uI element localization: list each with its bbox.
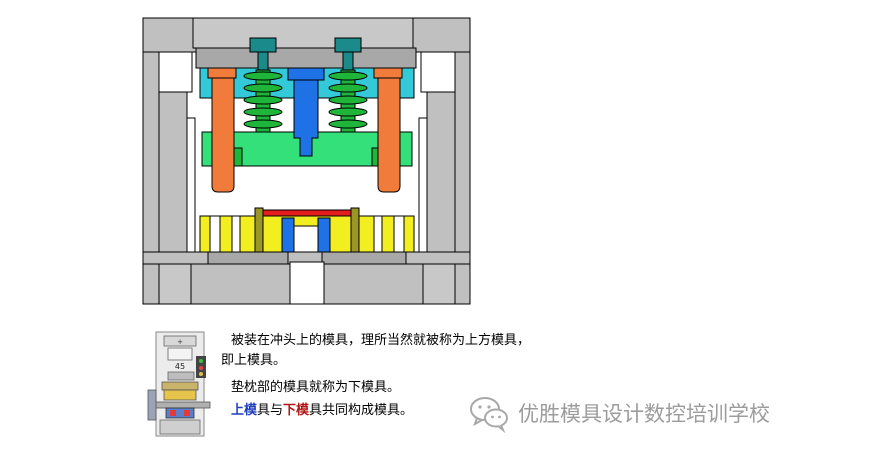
caption-line-1: 被装在冲头上的模具，理所当然就被称为上方模具， bbox=[231, 333, 531, 348]
caption-line-4-mid: 具与 bbox=[257, 403, 284, 418]
caption-line-3: 垫枕部的模具就称为下模具。 bbox=[231, 380, 401, 395]
punch bbox=[287, 67, 325, 157]
side-columns bbox=[158, 91, 456, 263]
wechat-icon bbox=[470, 397, 508, 433]
guide-posts bbox=[207, 67, 403, 193]
press-machine-icon: + 45 bbox=[147, 331, 211, 437]
lower-base bbox=[142, 251, 471, 305]
upper-die-word: 上模 bbox=[231, 403, 258, 418]
lower-die-plate bbox=[199, 215, 415, 253]
press-label: 45 bbox=[175, 362, 185, 371]
svg-text:+: + bbox=[177, 338, 183, 346]
watermark: 优胜模具设计数控培训学校 bbox=[468, 393, 770, 433]
upper-frame bbox=[142, 17, 471, 285]
stripper-bar bbox=[254, 207, 360, 253]
caption-line-4-rest: 具共同构成模具。 bbox=[309, 403, 414, 418]
lower-die-word: 下模 bbox=[283, 403, 310, 418]
watermark-text: 优胜模具设计数控培训学校 bbox=[518, 402, 770, 426]
caption-line-2: 即上模具。 bbox=[221, 353, 287, 368]
bolts bbox=[249, 37, 362, 71]
springs bbox=[243, 69, 368, 133]
caption-line-4: 上模具与下模具共同构成模具。 bbox=[231, 403, 413, 419]
